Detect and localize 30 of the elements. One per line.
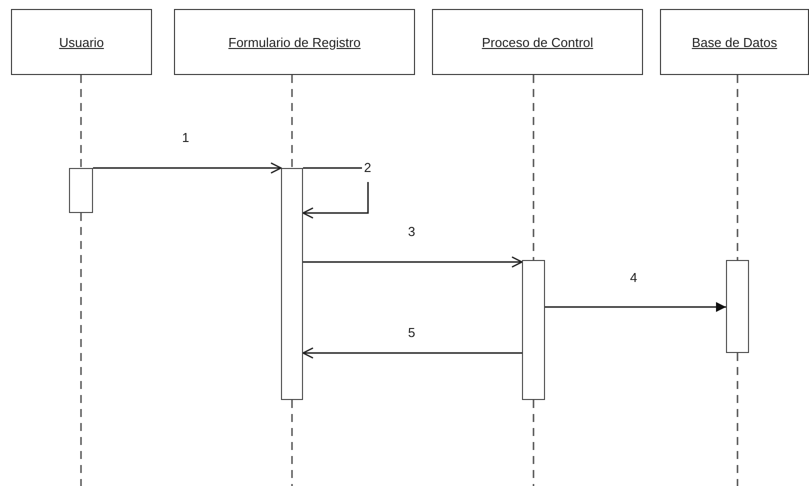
participant-box [174, 9, 415, 75]
lifeline [736, 75, 738, 260]
activation-bar [726, 260, 749, 353]
participant-box [11, 9, 152, 75]
activation-bar [69, 168, 93, 213]
edge-label: 4 [628, 270, 640, 285]
lifeline [532, 400, 534, 486]
edge-label: 2 [362, 160, 374, 175]
lifeline [291, 400, 293, 486]
lifeline [532, 75, 534, 260]
participant-box [432, 9, 643, 75]
message-arrow [302, 347, 522, 359]
participant-name: Formulario de Registro [228, 34, 361, 50]
message-arrow [303, 256, 523, 268]
edge-label: 1 [180, 130, 192, 145]
lifeline [80, 75, 82, 168]
edge-label: 5 [406, 325, 418, 340]
message-arrow [545, 302, 726, 312]
edge-label: 3 [406, 224, 418, 239]
message-arrow [302, 167, 369, 219]
lifeline [80, 213, 82, 486]
lifeline [736, 353, 738, 486]
message-arrow [93, 162, 282, 174]
participant-box [660, 9, 809, 75]
activation-bar [281, 168, 303, 400]
activation-bar [522, 260, 545, 400]
lifeline [291, 75, 293, 168]
participant-name: Proceso de Control [482, 34, 594, 50]
participant-name: Base de Datos [692, 34, 778, 50]
participant-name: Usuario [59, 34, 104, 50]
